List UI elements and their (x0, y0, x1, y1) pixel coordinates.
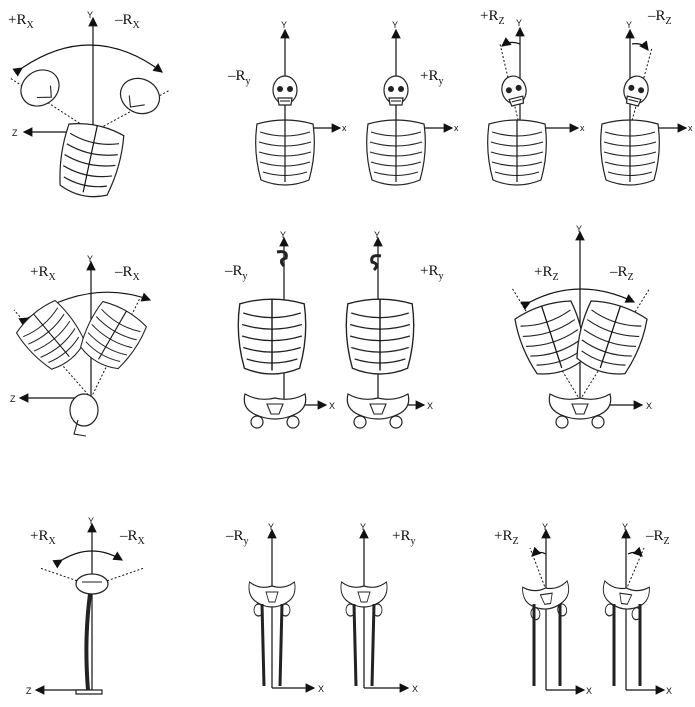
label-plus-ry-pelvis: +Ry (392, 528, 415, 547)
axis-x-2a: x (342, 123, 347, 133)
axis-z-4: Z (10, 394, 16, 404)
axis-x-8b: X (412, 684, 418, 694)
axis-x-9b: X (666, 686, 672, 696)
axis-x-5a: X (329, 401, 335, 411)
fig-head-plus-rz (487, 26, 580, 186)
fig-trunk-rz (511, 230, 651, 429)
axis-z-1: Z (12, 128, 18, 138)
axis-y-7: Y (88, 516, 94, 526)
axis-y-4: Y (87, 254, 93, 264)
axis-x-3b: x (688, 123, 693, 133)
fig-head-minus-ry (255, 28, 342, 186)
axis-x-5b: X (427, 401, 433, 411)
fig-pelvis-plus-rz (521, 528, 586, 695)
axis-x-6: X (646, 401, 652, 411)
axis-z-7: Z (26, 686, 32, 696)
label-minus-rx-trunk: –RX (114, 264, 141, 283)
fig-trunk-minus-ry (237, 236, 328, 429)
axis-y-5a: Y (280, 230, 286, 240)
label-plus-rz-pelvis: +RZ (494, 528, 519, 547)
label-plus-rz-head: +RZ (480, 8, 505, 27)
label-minus-ry-head: –Ry (227, 68, 251, 87)
axis-x-2b: x (454, 123, 459, 133)
fig-trunk-plus-ry (345, 236, 426, 429)
axis-y-8a: Y (268, 522, 274, 532)
fig-pelvis-plus-ry (340, 528, 410, 693)
label-minus-rz-head: –RZ (647, 8, 672, 27)
label-minus-rx-head: –RX (114, 12, 141, 31)
label-plus-ry-trunk: +Ry (420, 263, 443, 282)
fig-pelvis-minus-rz (598, 528, 666, 695)
axis-y-1: Y (87, 10, 93, 20)
label-plus-rx-trunk: +RX (30, 264, 56, 283)
fig-pelvis-minus-ry (248, 528, 316, 693)
axis-y-2a: Y (281, 20, 287, 30)
axis-y-5b: Y (374, 230, 380, 240)
axis-x-8a: X (318, 684, 324, 694)
label-minus-ry-pelvis: –Ry (225, 528, 249, 547)
label-minus-rz-trunk: –RZ (609, 264, 634, 283)
fig-trunk-rx (12, 260, 152, 437)
axis-y-8b: Y (360, 522, 366, 532)
label-minus-rx-pelvis: –RX (119, 528, 146, 547)
label-plus-rz-trunk: +RZ (534, 264, 559, 283)
label-minus-rz-pelvis: –RZ (645, 528, 670, 547)
fig-pelvis-rx (34, 522, 145, 695)
label-minus-ry-trunk: –Ry (224, 263, 248, 282)
axis-y-6: Y (576, 224, 582, 234)
fig-head-rx (9, 16, 171, 203)
fig-head-minus-rz (600, 28, 688, 186)
axis-x-3a: x (580, 123, 585, 133)
axis-y-9a: Y (542, 522, 548, 532)
label-plus-rx-head: +RX (8, 12, 34, 31)
fig-head-plus-ry (366, 28, 454, 186)
axis-x-9a: X (586, 686, 592, 696)
label-plus-ry-head: +Ry (420, 68, 443, 87)
axis-y-3a: Y (516, 18, 522, 28)
axis-y-9b: Y (622, 522, 628, 532)
axis-y-3b: Y (626, 20, 632, 30)
label-plus-rx-pelvis: +RX (30, 528, 56, 547)
axis-y-2b: Y (392, 20, 398, 30)
